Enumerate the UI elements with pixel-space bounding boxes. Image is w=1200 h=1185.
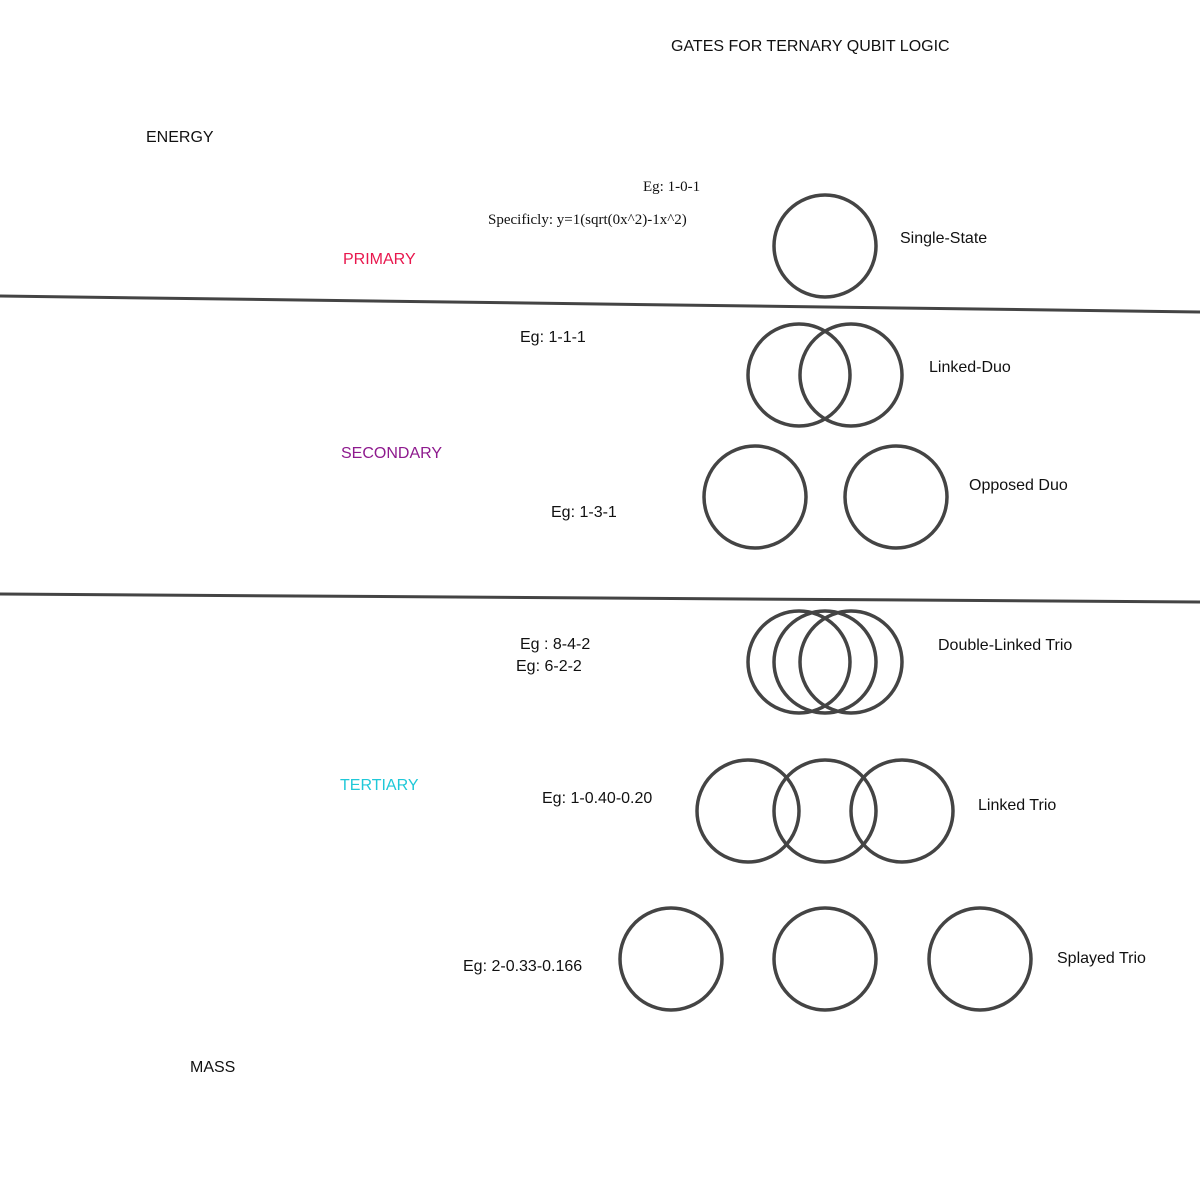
opposed-duo-name: Opposed Duo xyxy=(969,477,1068,494)
linked-trio-circle-left xyxy=(695,758,801,864)
double-linked-trio-example-2: Eg: 6-2-2 xyxy=(516,658,582,675)
linked-duo-example: Eg: 1-1-1 xyxy=(520,329,586,346)
splayed-trio-circle-middle xyxy=(772,906,878,1012)
double-linked-trio-circle-middle xyxy=(772,609,878,715)
single-state-example: Eg: 1-0-1 xyxy=(643,179,701,195)
single-state-name: Single-State xyxy=(900,230,988,247)
opposed-duo-example: Eg: 1-3-1 xyxy=(551,504,617,521)
single-state-formula: Specificly: y=1(sqrt(0x^2)-1x^2) xyxy=(488,212,687,228)
double-linked-trio-circle-left xyxy=(746,609,852,715)
linked-duo-gate xyxy=(746,322,904,428)
single-state-gate xyxy=(772,193,878,299)
splayed-trio-example: Eg: 2-0.33-0.166 xyxy=(463,958,583,975)
axis-label-energy: ENERGY xyxy=(146,129,214,146)
axis-label-mass: MASS xyxy=(190,1059,236,1076)
opposed-duo-gate xyxy=(702,444,949,550)
opposed-duo-circle-left xyxy=(702,444,808,550)
tier-label-secondary: SECONDARY xyxy=(341,445,443,462)
splayed-trio-circle-right xyxy=(927,906,1033,1012)
divider-secondary-tertiary xyxy=(0,592,1200,604)
opposed-duo-circle-right xyxy=(843,444,949,550)
diagram-title: GATES FOR TERNARY QUBIT LOGIC xyxy=(671,38,950,55)
linked-trio-circle-right xyxy=(849,758,955,864)
linked-trio-example: Eg: 1-0.40-0.20 xyxy=(542,790,653,807)
tier-label-tertiary: TERTIARY xyxy=(340,777,419,794)
double-linked-trio-gate xyxy=(746,609,904,715)
double-linked-trio-example-1: Eg : 8-4-2 xyxy=(520,636,591,653)
linked-trio-circle-middle xyxy=(772,758,878,864)
splayed-trio-name: Splayed Trio xyxy=(1057,950,1146,967)
linked-duo-name: Linked-Duo xyxy=(929,359,1011,376)
divider-primary-secondary xyxy=(0,294,1200,314)
single-state-circle xyxy=(772,193,878,299)
double-linked-trio-name: Double-Linked Trio xyxy=(938,637,1073,654)
linked-trio-gate xyxy=(695,758,955,864)
linked-trio-name: Linked Trio xyxy=(978,797,1057,814)
linked-duo-circle-left xyxy=(746,322,852,428)
splayed-trio-gate xyxy=(618,906,1033,1012)
splayed-trio-circle-left xyxy=(618,906,724,1012)
linked-duo-circle-right xyxy=(798,322,904,428)
tier-label-primary: PRIMARY xyxy=(343,251,416,268)
double-linked-trio-circle-right xyxy=(798,609,904,715)
